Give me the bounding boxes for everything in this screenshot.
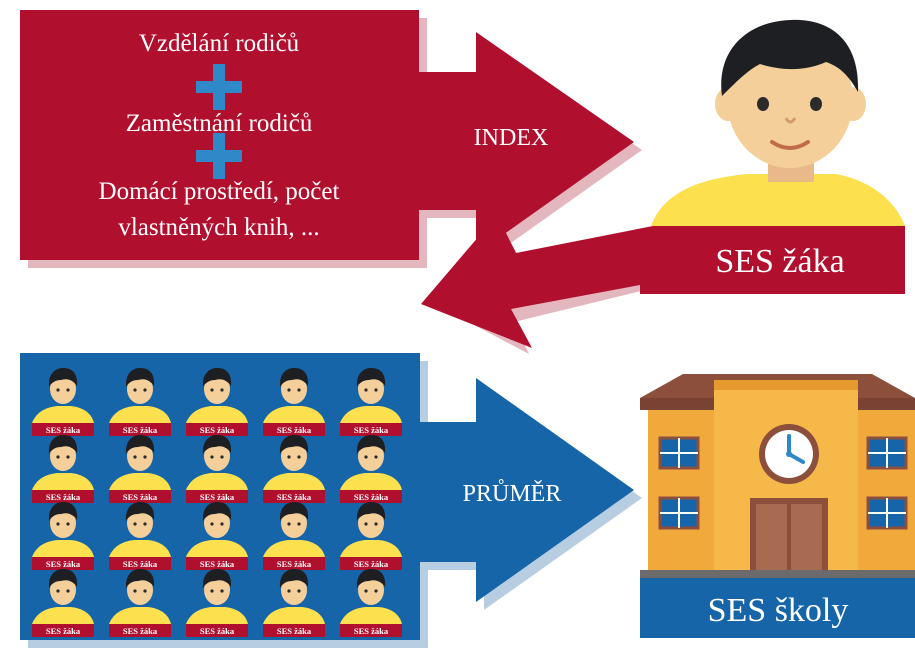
student-avatar-label: SES žáka [354, 492, 389, 502]
student-avatar-label: SES žáka [123, 559, 158, 569]
student-avatar-label: SES žáka [46, 425, 81, 435]
student-avatar: SES žáka [340, 569, 402, 637]
student-avatar: SES žáka [340, 502, 402, 570]
student-avatar-label: SES žáka [200, 425, 235, 435]
student-avatar-label: SES žáka [277, 425, 312, 435]
student-avatar-label: SES žáka [277, 492, 312, 502]
student-avatar-label: SES žáka [277, 559, 312, 569]
factor-parents-employment: Zaměstnání rodičů [126, 110, 313, 137]
student-avatar: SES žáka [186, 569, 248, 637]
student-avatar: SES žáka [32, 368, 94, 436]
student-avatar-label: SES žáka [123, 492, 158, 502]
student-avatar: SES žáka [32, 435, 94, 503]
student-ses-label: SES žáka [715, 243, 844, 280]
student-avatar: SES žáka [32, 569, 94, 637]
school-building-icon [640, 374, 915, 578]
school-left-wing [648, 410, 714, 570]
student-avatar: SES žáka [186, 502, 248, 570]
students-arrow [20, 353, 634, 640]
factor-home-environment-line2: vlastněných knih, ... [118, 214, 319, 241]
mean-label: PRŮMĚR [463, 480, 562, 507]
student-avatar-label: SES žáka [200, 492, 235, 502]
student-avatar-label: SES žáka [46, 559, 81, 569]
student-avatar: SES žáka [186, 368, 248, 436]
school-ses-band [640, 578, 915, 638]
student-avatar: SES žáka [263, 435, 325, 503]
student-avatar-label: SES žáka [200, 559, 235, 569]
clock-icon [759, 424, 819, 484]
index-label: INDEX [474, 125, 549, 151]
student-avatar: SES žáka [109, 368, 171, 436]
student-figure [651, 19, 905, 226]
student-avatar-label: SES žáka [123, 425, 158, 435]
student-avatar-label: SES žáka [46, 492, 81, 502]
student-avatar: SES žáka [340, 435, 402, 503]
student-hair [721, 19, 859, 97]
student-avatar: SES žáka [263, 569, 325, 637]
school-right-wing [858, 410, 915, 570]
student-avatar: SES žáka [109, 502, 171, 570]
students-arrow-group [20, 353, 642, 648]
student-avatar: SES žáka [32, 502, 94, 570]
student-avatar-label: SES žáka [46, 626, 81, 636]
plus-icon [196, 133, 242, 179]
factors-arrow [20, 10, 634, 260]
student-avatar-label: SES žáka [354, 559, 389, 569]
student-avatar-label: SES žáka [354, 425, 389, 435]
student-avatar: SES žáka [186, 435, 248, 503]
student-avatar: SES žáka [109, 435, 171, 503]
student-shirt [651, 174, 905, 226]
student-return-arrow-group [421, 215, 905, 354]
factor-parents-education: Vzdělání rodičů [139, 30, 300, 57]
student-avatar: SES žáka [109, 569, 171, 637]
student-avatar-label: SES žáka [277, 626, 312, 636]
factors-arrow-group [20, 10, 642, 268]
student-avatar: SES žáka [263, 502, 325, 570]
plus-icon [196, 64, 242, 110]
student-avatar-label: SES žáka [354, 626, 389, 636]
student-avatar: SES žáka [340, 368, 402, 436]
student-face [727, 32, 853, 168]
factor-home-environment-line1: Domácí prostředí, počet [99, 178, 340, 205]
student-return-arrow [421, 215, 905, 348]
student-avatar: SES žáka [263, 368, 325, 436]
student-avatar-label: SES žáka [200, 626, 235, 636]
student-avatar-label: SES žáka [123, 626, 158, 636]
school-ses-label: SES školy [708, 592, 849, 629]
